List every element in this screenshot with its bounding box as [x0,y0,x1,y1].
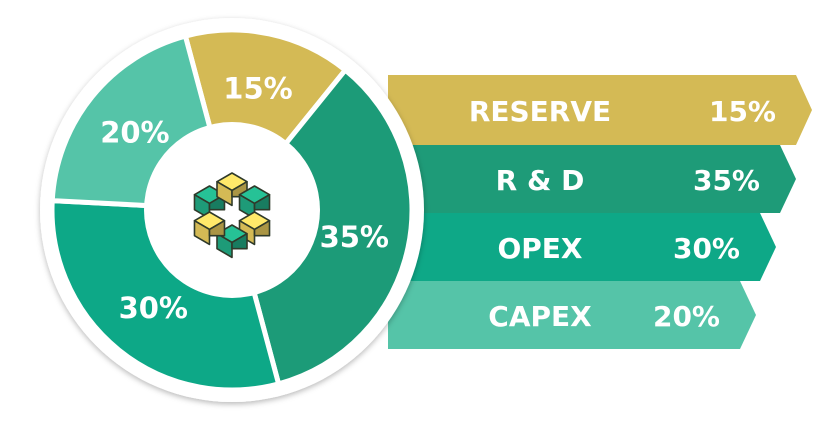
legend-label-r-d: R & D [496,164,585,197]
slice-r-d [229,67,415,387]
cube-cluster-icon [193,172,271,259]
ribbon-r-d: R & D 35% [388,145,796,213]
legend-label-opex: OPEX [497,232,582,265]
center-hub [144,122,320,298]
ribbon-reserve: RESERVE 15% [388,75,812,145]
donut-hole [144,122,320,298]
ribbon-shape-r-d [388,145,796,213]
ribbon-shape-capex [388,281,756,349]
legend-value-r-d: 35% [693,164,760,197]
slice-label-capex: 20% [100,115,169,149]
slice-label-opex: 30% [119,291,188,325]
ribbon-opex: OPEX 30% [388,213,776,281]
cube-icon-part [238,211,271,246]
legend-value-reserve: 15% [709,95,776,128]
legend-ribbons: RESERVE 15% R & D 35% OPEX 30% CAPEX 20% [388,75,812,349]
slice-label-r-d: 35% [320,220,389,254]
cube-icon-part [193,211,226,246]
ribbon-shape-reserve [388,75,812,145]
legend-value-capex: 20% [653,300,720,333]
slice-label-reserve: 15% [223,72,292,106]
ribbon-shape-opex [388,213,776,281]
legend-label-capex: CAPEX [488,300,592,333]
cube-icon-part [216,172,248,207]
legend-value-opex: 30% [673,232,740,265]
ribbon-capex: CAPEX 20% [388,281,756,349]
cube-icon-part [238,185,271,220]
legend-label-reserve: RESERVE [469,95,611,128]
